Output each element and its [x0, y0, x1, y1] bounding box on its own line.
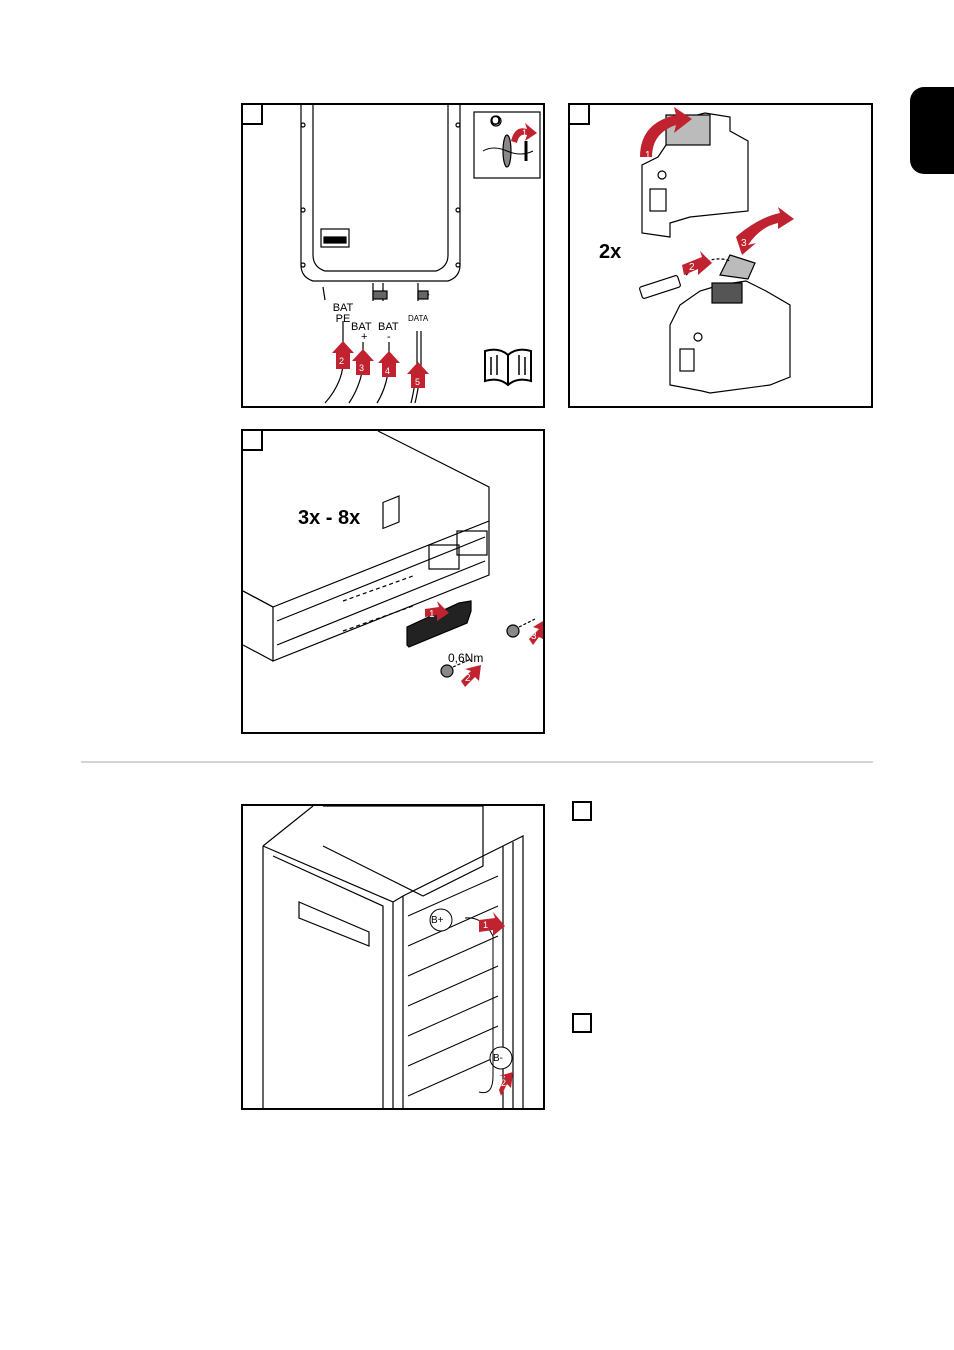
step-checkbox — [572, 801, 592, 821]
inverter-illustration — [300, 105, 541, 404]
battery-rack-illustration — [262, 806, 524, 1108]
figure-panel-fuse-holder: 2x 1 2 3 — [568, 103, 873, 408]
label-bat-minus-sign: - — [387, 331, 391, 343]
step-number: 2 — [465, 673, 471, 684]
section-divider — [81, 761, 873, 763]
fuse-holder-illustration — [639, 107, 794, 394]
step-checkbox — [570, 105, 590, 125]
step-number: 2 — [689, 262, 695, 273]
step-checkbox — [572, 1013, 592, 1033]
torque-label: 0,6Nm — [448, 651, 484, 665]
step-number: 4 — [385, 366, 391, 376]
chapter-tab — [910, 87, 954, 174]
step-number: 2 — [339, 356, 345, 366]
multiplier-label: 2x — [599, 241, 622, 263]
label-bat-minus: BAT — [378, 321, 399, 333]
step-number: 1 — [645, 150, 651, 161]
step-number: 1 — [522, 128, 528, 138]
label-data: DATA — [408, 314, 429, 323]
step-number: 3 — [531, 631, 537, 642]
step-checkbox — [243, 105, 263, 125]
step-number: 5 — [415, 377, 421, 387]
step-number: 3 — [359, 363, 365, 373]
figure-panel-inverter-cables: BAT PE BAT + BAT - DATA O 2 3 4 5 1 — [241, 103, 545, 408]
switch-off-label: O — [490, 112, 501, 128]
figure-panel-battery-rack: B+ B- 1 2 — [241, 804, 545, 1110]
b-minus-label: B- — [493, 1053, 503, 1064]
step-number: 2 — [501, 1078, 507, 1088]
battery-module-illustration — [243, 431, 543, 687]
step-number: 1 — [429, 609, 435, 620]
label-bat-plus-sign: + — [361, 331, 368, 343]
b-plus-label: B+ — [431, 915, 444, 926]
figure-panel-battery-cover: 3x - 8x 0,6Nm 1 2 3 — [241, 429, 545, 734]
step-number: 1 — [483, 920, 489, 930]
label-bat-pe: BAT PE — [332, 302, 354, 325]
multiplier-label: 3x - 8x — [298, 507, 361, 529]
label-bat-plus: BAT — [351, 321, 372, 333]
step-number: 3 — [741, 238, 747, 249]
step-checkbox — [243, 431, 263, 451]
